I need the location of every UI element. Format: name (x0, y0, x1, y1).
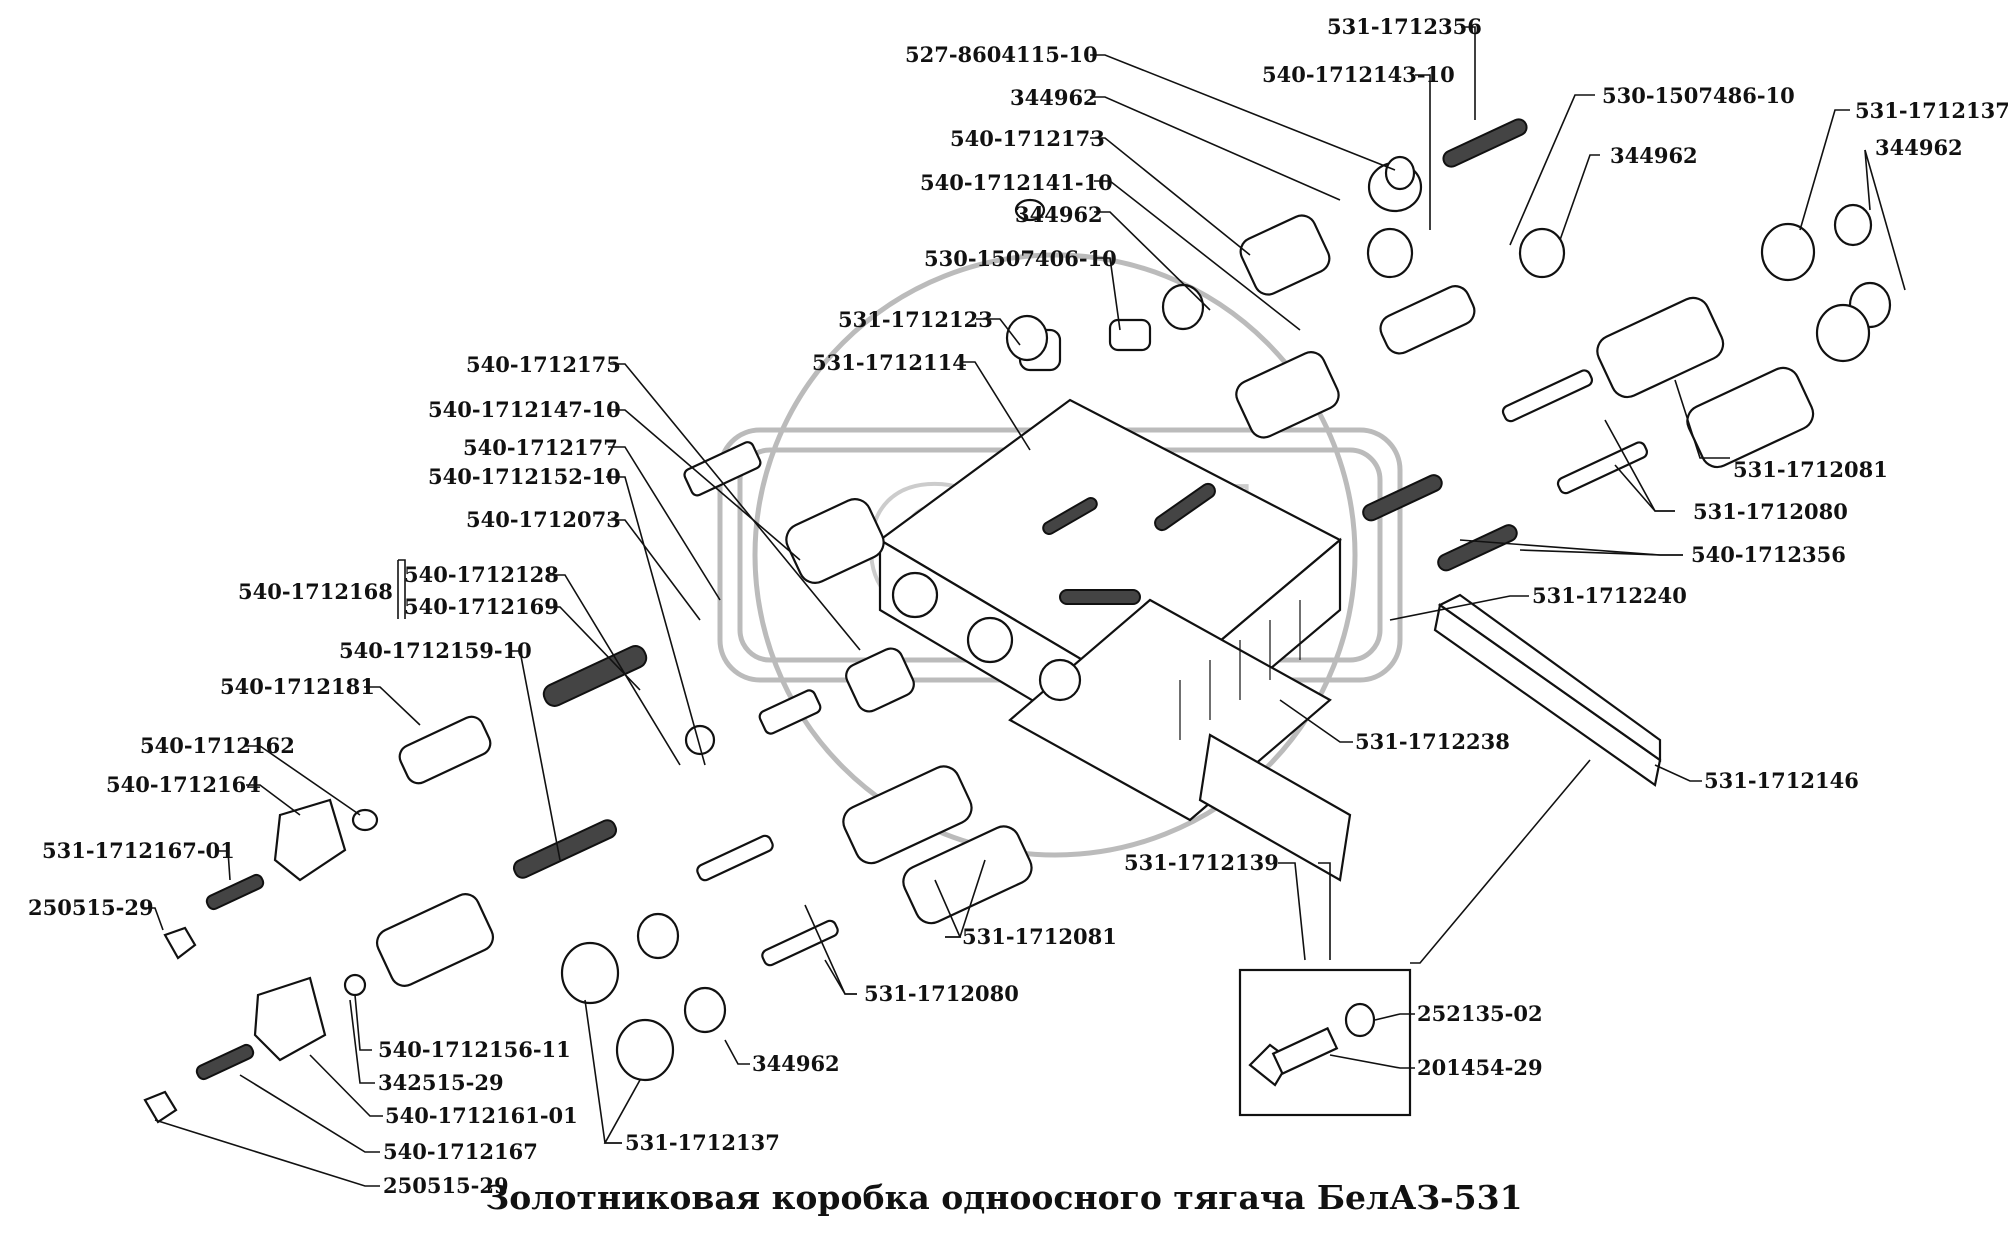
part-label-250515-29-b: 250515-29 (383, 1173, 509, 1198)
part-label-540-1712177: 540-1712177 (463, 435, 618, 460)
part-label-531-1712080-top: 531-1712080 (1693, 499, 1848, 524)
spool-parts (143, 155, 1892, 1124)
part-label-530-1507406-10: 530-1507406-10 (924, 246, 1117, 271)
figure-caption: Золотниковая коробка одноосного тягача Б… (485, 1178, 1523, 1217)
part-label-540-1712356: 540-1712356 (1691, 542, 1846, 567)
part-label-531-1712238: 531-1712238 (1355, 729, 1510, 754)
part-label-531-1712114: 531-1712114 (812, 350, 967, 375)
part-label-540-1712147-10: 540-1712147-10 (428, 397, 621, 422)
part-label-540-1712156-11: 540-1712156-11 (378, 1037, 571, 1062)
part-label-344962-a: 344962 (1010, 85, 1098, 110)
part-label-540-1712175: 540-1712175 (466, 352, 621, 377)
part-label-540-1712143-10: 540-1712143-10 (1262, 62, 1455, 87)
part-label-530-1507486-10: 530-1507486-10 (1602, 83, 1795, 108)
part-label-531-1712146: 531-1712146 (1704, 768, 1859, 793)
leader-lines (143, 26, 1906, 1187)
part-label-540-1712169: 540-1712169 (404, 594, 559, 619)
part-label-540-1712161-01: 540-1712161-01 (385, 1103, 578, 1128)
part-label-531-1712137-bottom: 531-1712137 (625, 1130, 780, 1155)
part-label-250515-29-a: 250515-29 (28, 895, 154, 920)
part-label-540-1712167: 540-1712167 (383, 1139, 538, 1164)
part-label-344962-b: 344962 (1610, 143, 1698, 168)
part-label-540-1712159-10: 540-1712159-10 (339, 638, 532, 663)
part-label-531-1712356: 531-1712356 (1327, 14, 1482, 39)
part-label-252135-02: 252135-02 (1417, 1001, 1543, 1026)
part-label-344962-d: 344962 (1015, 202, 1103, 227)
part-label-344962-e: 344962 (752, 1051, 840, 1076)
detail-inset-box (1238, 968, 1412, 1117)
part-label-531-1712137-top: 531-1712137 (1855, 98, 2008, 123)
part-label-531-1712139: 531-1712139 (1124, 850, 1279, 875)
part-label-540-1712173: 540-1712173 (950, 126, 1105, 151)
part-label-201454-29: 201454-29 (1417, 1055, 1543, 1080)
part-label-540-1712162: 540-1712162 (140, 733, 295, 758)
part-label-342515-29: 342515-29 (378, 1070, 504, 1095)
part-label-531-1712240: 531-1712240 (1532, 583, 1687, 608)
part-label-531-1712080-bottom: 531-1712080 (864, 981, 1019, 1006)
part-label-531-1712081-bottom: 531-1712081 (962, 924, 1117, 949)
part-label-540-1712128: 540-1712128 (404, 562, 559, 587)
part-label-540-1712152-10: 540-1712152-10 (428, 464, 621, 489)
part-label-540-1712181: 540-1712181 (220, 674, 375, 699)
bolt-detail (1248, 1002, 1376, 1087)
cover-plate-right (1198, 593, 1662, 882)
part-label-540-1712073: 540-1712073 (466, 507, 621, 532)
part-label-527-8604115-10: 527-8604115-10 (905, 42, 1098, 67)
part-label-531-1712081-top: 531-1712081 (1733, 457, 1888, 482)
springs (195, 118, 1528, 1081)
part-label-531-1712167-01: 531-1712167-01 (42, 838, 235, 863)
part-label-531-1712123: 531-1712123 (838, 307, 993, 332)
part-label-540-1712141-10: 540-1712141-10 (920, 170, 1113, 195)
part-label-344962-c: 344962 (1875, 135, 1963, 160)
part-label-540-1712168: 540-1712168 (238, 579, 393, 604)
part-label-540-1712164: 540-1712164 (106, 772, 261, 797)
